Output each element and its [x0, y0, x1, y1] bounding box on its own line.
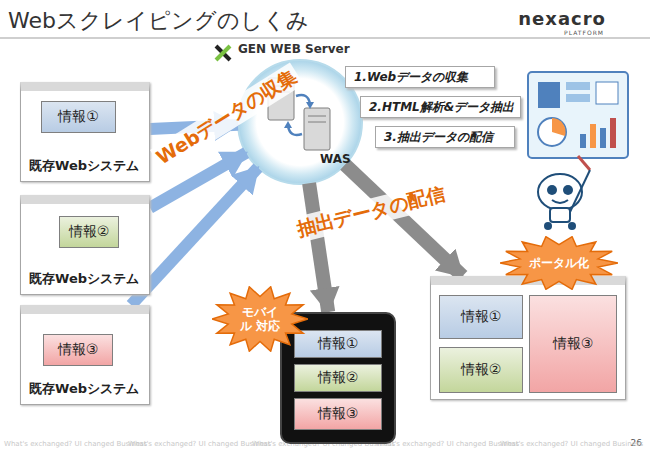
browser-window: 既存Webシステム 情報①: [20, 82, 150, 182]
node-text: 3.抽出データの配信: [384, 129, 493, 146]
portal-window: 情報① 情報② 情報③: [430, 276, 626, 400]
watermark: What's exchanged? UI changed Business: [128, 440, 271, 448]
node-text: 既存Webシステム: [29, 270, 139, 288]
node-text: 情報③: [318, 405, 359, 423]
node-text: 既存Webシステム: [29, 380, 139, 398]
step-box: 3.抽出データの配信: [375, 126, 515, 148]
info-box: 情報①: [439, 295, 523, 339]
brand-subtitle: PLATFORM: [564, 29, 604, 36]
node-text: 情報③: [58, 341, 99, 359]
node-text: 情報①: [461, 308, 502, 326]
info-box: 情報①: [41, 101, 116, 133]
info-box: 情報③: [294, 398, 382, 430]
watermark: What's exchanged? UI changed Business: [500, 440, 643, 448]
browser-window: 既存Webシステム 情報③: [20, 305, 150, 405]
step-box: 2.HTML解析&データ抽出: [360, 96, 521, 118]
watermark: What's exchanged? UI changed Business: [376, 440, 519, 448]
node-text: モバイル 対応: [238, 305, 282, 334]
starburst: モバイル 対応: [212, 286, 308, 352]
info-box: 情報③: [43, 334, 113, 366]
info-box: 情報③: [529, 295, 617, 393]
node-text: 情報②: [318, 369, 359, 387]
node-text: 2.HTML解析&データ抽出: [369, 99, 514, 116]
node-text: 既存Webシステム: [29, 157, 139, 175]
info-box: 情報②: [294, 364, 382, 392]
watermark: What's exchanged? UI changed Business: [4, 440, 147, 448]
robot-illustration: [528, 72, 628, 230]
step-box: 1.Webデータの収集: [345, 66, 495, 88]
brand-logo: nexacro: [518, 8, 606, 29]
slide-title: Webスクレイピングのしくみ: [8, 6, 309, 36]
flow-arrow: [131, 168, 258, 305]
xgen-mark: [216, 46, 230, 60]
node-text: ポータル化: [529, 255, 589, 272]
node-text: 1.Webデータの収集: [354, 69, 468, 86]
node-text: WAS: [320, 152, 351, 166]
info-box: 情報②: [59, 216, 119, 248]
node-text: 情報①: [58, 108, 99, 126]
browser-window: 既存Webシステム 情報②: [20, 195, 150, 295]
info-box: 情報①: [294, 330, 382, 358]
node-text: 情報③: [553, 335, 594, 353]
info-box: 情報②: [439, 347, 523, 393]
starburst: ポータル化: [500, 236, 618, 290]
node-text: 情報①: [318, 335, 359, 353]
node-text: GEN WEB Server: [238, 42, 350, 56]
node-text: 情報②: [69, 223, 110, 241]
flow-arrow: [309, 183, 328, 312]
title-rule: [0, 37, 650, 39]
node-text: 情報②: [461, 361, 502, 379]
